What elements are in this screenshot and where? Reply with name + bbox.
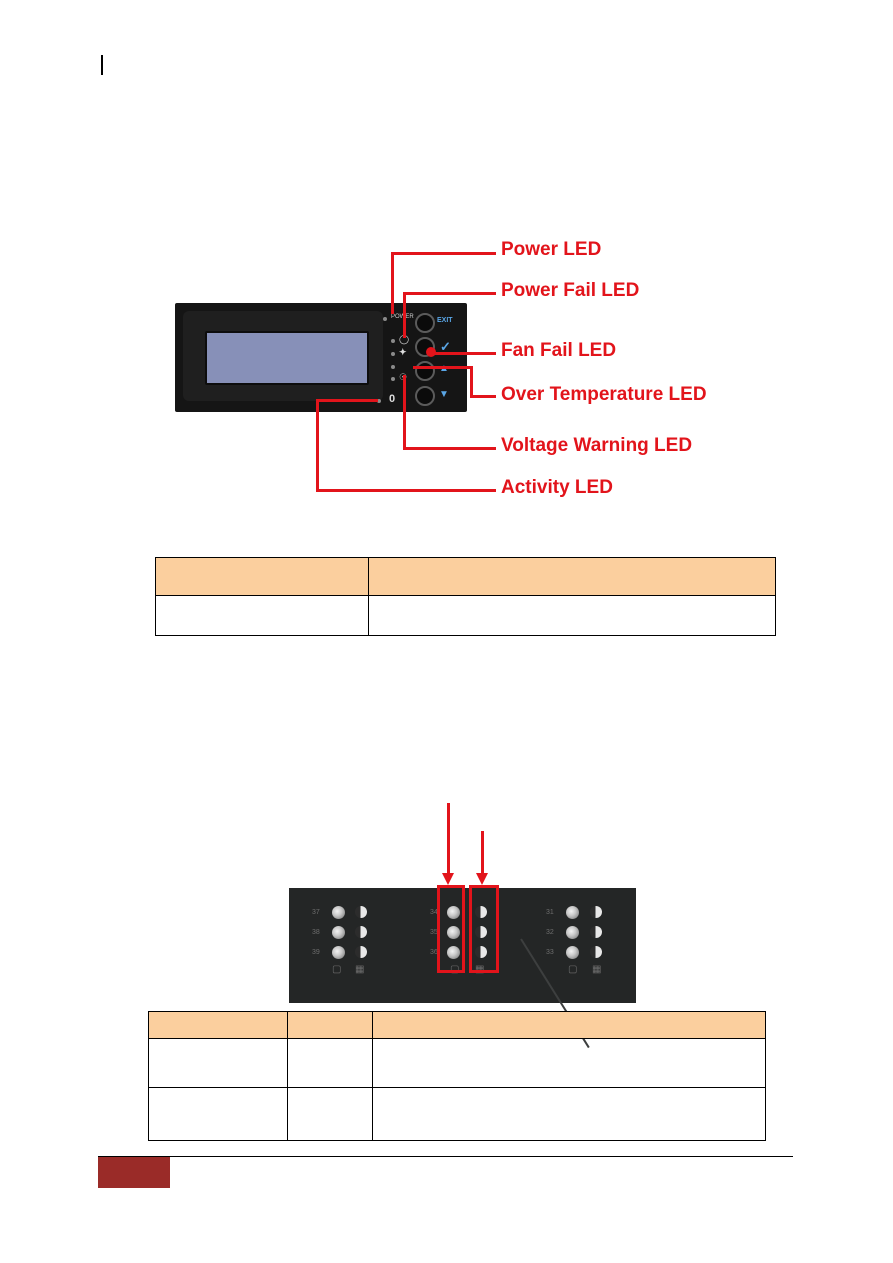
drive-led <box>590 926 602 938</box>
drive-led <box>355 946 367 958</box>
led-table-1 <box>155 557 776 636</box>
drive-led <box>590 946 602 958</box>
highlight-box <box>469 885 499 973</box>
arrow-head-icon <box>476 873 488 885</box>
callout-line <box>316 399 378 402</box>
callout-line <box>470 366 473 396</box>
down-arrow-icon: ▼ <box>439 389 449 400</box>
slot-number: 39 <box>312 949 320 956</box>
check-icon: ✓ <box>440 339 451 354</box>
drive-led <box>332 946 345 959</box>
over-temp-led-dot <box>391 365 395 369</box>
callout-fan-fail-led: Fan Fail LED <box>501 340 617 361</box>
voltage-led-dot <box>391 377 395 381</box>
power-label: POWER <box>391 314 414 320</box>
table-header-cell <box>148 1011 288 1039</box>
arrow-shaft <box>481 831 484 875</box>
callout-line <box>403 292 496 295</box>
slot-number: 34 <box>430 909 438 916</box>
slot-number: 37 <box>312 909 320 916</box>
drive-led <box>447 926 460 939</box>
callout-line <box>403 447 496 450</box>
table-cell <box>372 1038 766 1088</box>
drive-led <box>590 906 602 918</box>
table-cell <box>372 1087 766 1141</box>
drive-led <box>447 946 460 959</box>
table-cell <box>287 1087 373 1141</box>
callout-activity-led: Activity LED <box>501 477 613 498</box>
drive-led <box>566 906 579 919</box>
lcd-front-panel-image: POWER EXIT ◯ ✦ ☉ 0 ✓ ▲ ▼ <box>175 303 467 412</box>
disk-icon: ▢ <box>332 964 342 975</box>
slot-number: 32 <box>546 929 554 936</box>
table-cell <box>287 1038 373 1088</box>
callout-line <box>391 252 496 255</box>
activity-icon: 0 <box>389 393 396 405</box>
power-fail-led-dot <box>391 339 395 343</box>
margin-rule <box>101 55 103 75</box>
up-button[interactable] <box>415 361 435 381</box>
drive-led <box>566 926 579 939</box>
callout-power-fail-led: Power Fail LED <box>501 280 640 301</box>
drive-bay-led-image: 37 38 39 ▢ ▦ 34 35 36 ▢ ▦ 31 32 33 ▢ ▦ <box>289 885 636 1049</box>
power-fail-icon: ◯ <box>399 334 410 344</box>
down-button[interactable] <box>415 386 435 406</box>
drive-led <box>355 906 367 918</box>
disk-icon: ▢ <box>450 964 460 975</box>
arrow-shaft <box>447 803 450 875</box>
callout-line <box>431 352 496 355</box>
slot-number: 36 <box>430 949 438 956</box>
fan-fail-led-dot <box>391 352 395 356</box>
callout-line <box>403 292 406 338</box>
drive-led <box>355 926 367 938</box>
callout-dot <box>426 347 436 357</box>
slot-number: 38 <box>312 929 320 936</box>
lcd-screen <box>205 331 369 385</box>
footer-rule <box>98 1156 793 1157</box>
disk-fault-icon: ▦ <box>475 964 485 975</box>
drive-led <box>475 926 487 938</box>
fan-fail-icon: ✦ <box>399 347 407 357</box>
callout-line <box>316 489 496 492</box>
power-led-dot <box>383 317 387 321</box>
arrow-head-icon <box>442 873 454 885</box>
slot-number: 33 <box>546 949 554 956</box>
callout-line <box>470 395 496 398</box>
led-table-2 <box>148 1011 766 1141</box>
table-cell <box>368 595 776 636</box>
table-header-cell <box>372 1011 766 1039</box>
callout-power-led: Power LED <box>501 239 602 260</box>
slot-number: 35 <box>430 929 438 936</box>
table-cell <box>148 1038 288 1088</box>
footer-page-tab <box>98 1157 170 1188</box>
drive-led <box>475 946 487 958</box>
callout-voltage-warning-led: Voltage Warning LED <box>501 435 693 456</box>
disk-icon: ▢ <box>568 964 578 975</box>
drive-led <box>447 906 460 919</box>
activity-led-dot <box>377 399 381 403</box>
exit-button[interactable] <box>415 313 435 333</box>
callout-line <box>316 399 319 491</box>
drive-led <box>475 906 487 918</box>
drive-led <box>566 946 579 959</box>
table-cell <box>155 595 369 636</box>
disk-fault-icon: ▦ <box>592 964 602 975</box>
callout-line <box>391 252 394 314</box>
highlight-box <box>437 885 465 973</box>
table-header-cell <box>368 557 776 596</box>
drive-led <box>332 926 345 939</box>
table-header-cell <box>287 1011 373 1039</box>
slot-number: 31 <box>546 909 554 916</box>
table-cell <box>148 1087 288 1141</box>
callout-over-temperature-led: Over Temperature LED <box>501 384 707 405</box>
table-header-cell <box>155 557 369 596</box>
callout-line <box>403 375 406 449</box>
disk-fault-icon: ▦ <box>355 964 365 975</box>
drive-led <box>332 906 345 919</box>
callout-line <box>413 366 471 369</box>
exit-label: EXIT <box>437 317 453 324</box>
